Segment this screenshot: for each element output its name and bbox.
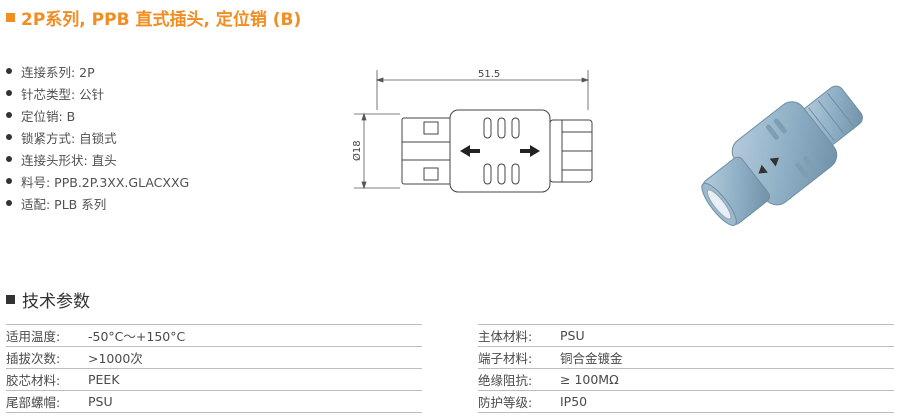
page-title-text: 2P系列, PPB 直式插头, 定位销 (B): [21, 9, 302, 30]
spec-item: 适配: PLB 系列: [6, 192, 189, 214]
connector-product-image: [701, 85, 863, 226]
table-row: 适用温度:-50°C～+150°C: [6, 324, 422, 346]
bullet-icon: [6, 112, 12, 118]
table-row: 主体材料:PSU: [478, 324, 894, 346]
section-square-icon: [6, 295, 15, 304]
table-row: 尾部螺帽:PSU: [6, 390, 422, 413]
table-row: 胶芯材料:PEEK: [6, 368, 422, 390]
connector-technical-drawing: 51.5 Ø18: [351, 69, 593, 193]
page-title: 2P系列, PPB 直式插头, 定位销 (B): [6, 6, 302, 30]
spec-item: 连接头形状: 直头: [6, 148, 189, 170]
title-square-icon: [6, 12, 15, 22]
arrow-left-icon: [460, 145, 470, 157]
spec-item: 定位销: B: [6, 104, 189, 126]
bullet-icon: [6, 178, 12, 184]
tech-params-heading: 技术参数: [6, 287, 90, 312]
table-row: 插拔次数:>1000次: [6, 346, 422, 368]
tech-table-right: 主体材料:PSU 端子材料:铜合金镀金 绝缘阻抗:≥ 100MΩ 防护等级:IP…: [478, 324, 894, 413]
spec-item: 料号: PPB.2P.3XX.GLACXXG: [6, 170, 189, 192]
arrow-right-icon: [530, 145, 540, 157]
spec-item: 锁紧方式: 自锁式: [6, 126, 189, 148]
tech-table-left: 适用温度:-50°C～+150°C 插拔次数:>1000次 胶芯材料:PEEK …: [6, 324, 422, 413]
bullet-icon: [6, 134, 12, 140]
bullet-icon: [6, 156, 12, 162]
bullet-icon: [6, 90, 12, 96]
table-row: 端子材料:铜合金镀金: [478, 346, 894, 368]
diameter-dimension-label: Ø18: [351, 140, 363, 161]
table-row: 防护等级:IP50: [478, 390, 894, 413]
table-row: 绝缘阻抗:≥ 100MΩ: [478, 368, 894, 390]
bullet-icon: [6, 200, 12, 206]
spec-list: 连接系列: 2P 针芯类型: 公针 定位销: B 锁紧方式: 自锁式 连接头形状…: [6, 60, 189, 214]
spec-item: 针芯类型: 公针: [6, 82, 189, 104]
length-dimension-label: 51.5: [478, 69, 500, 80]
spec-item: 连接系列: 2P: [6, 60, 189, 82]
bullet-icon: [6, 68, 12, 74]
